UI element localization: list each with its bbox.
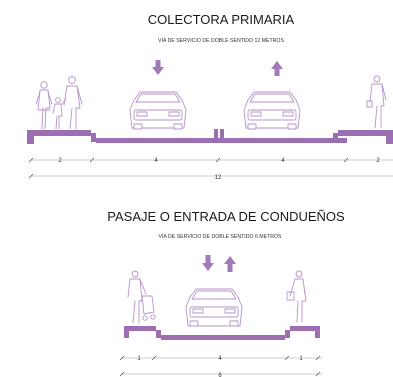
dim-sidewalk-left: 2 xyxy=(58,158,62,164)
section-pasaje-conduenos: PASAJE O ENTRADA DE CONDUEÑOS VÍA DE SER… xyxy=(107,209,345,377)
pedestrian-woman-icon xyxy=(286,270,307,323)
car-front-icon xyxy=(129,91,187,130)
section1-title: COLECTORA PRIMARIA xyxy=(148,12,295,27)
car-rear-icon xyxy=(185,288,243,327)
dim-sidewalk-right: 1 xyxy=(299,356,303,362)
dimension-row-partial: 1 4 1 xyxy=(119,355,322,362)
car-rear-icon xyxy=(243,91,301,130)
dim-lane: 4 xyxy=(218,356,222,362)
dimension-row-partial: 2 4 4 2 xyxy=(28,157,393,164)
dim-total: 12 xyxy=(215,175,222,181)
arrow-down-icon xyxy=(152,60,164,75)
dim-total: 6 xyxy=(218,373,222,377)
dim-sidewalk-right: 2 xyxy=(376,158,380,164)
pedestrian-stroller-icon xyxy=(127,270,156,324)
section1-subtitle: VÍA DE SERVICIO DE DOBLE SENTIDO 12 METR… xyxy=(158,37,284,44)
section2-subtitle: VÍA DE SERVICIO DE DOBLE SENTIDO 6 METRO… xyxy=(159,233,283,240)
road-profile-12m xyxy=(27,129,393,144)
section2-title: PASAJE O ENTRADA DE CONDUEÑOS xyxy=(107,209,345,224)
arrow-down-icon xyxy=(202,255,214,271)
arrow-up-icon xyxy=(271,61,283,76)
road-profile-6m xyxy=(124,326,320,340)
dimension-row-total: 6 xyxy=(119,371,322,377)
arrow-up-icon xyxy=(224,256,236,272)
dimension-row-total: 12 xyxy=(28,173,393,181)
section-colectora-primaria: COLECTORA PRIMARIA VÍA DE SERVICIO DE DO… xyxy=(27,12,393,181)
dim-lane-right: 4 xyxy=(281,158,285,164)
dim-sidewalk-left: 1 xyxy=(137,356,141,362)
pedestrian-family-icon xyxy=(35,76,83,130)
pedestrian-man-icon xyxy=(366,75,387,129)
dim-lane-left: 4 xyxy=(154,158,158,164)
